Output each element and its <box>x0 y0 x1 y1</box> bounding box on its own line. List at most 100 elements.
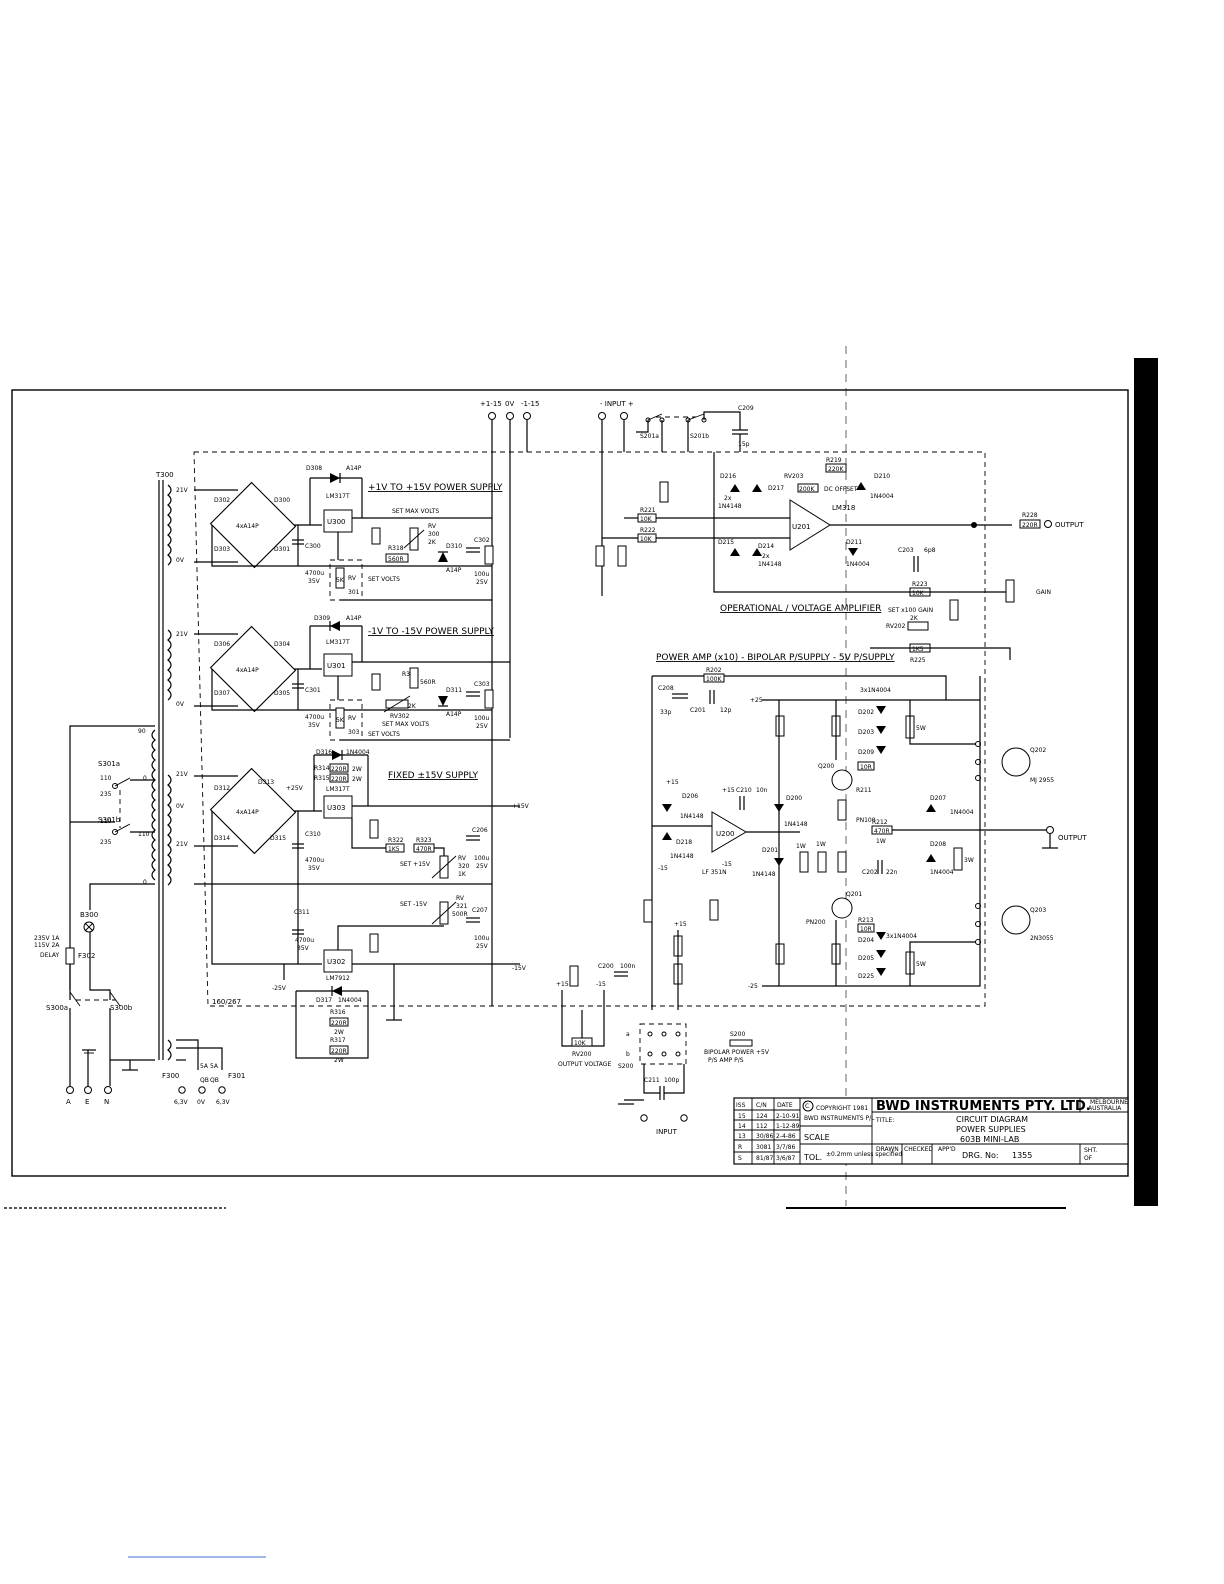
terminal-pos[interactable] <box>488 412 496 420</box>
supply-positive-adjustable: +1V TO +15V POWER SUPPLY 4xA14P D302 D30… <box>194 465 503 601</box>
s200-switch[interactable] <box>639 1023 687 1065</box>
d205-label: D205 <box>858 955 874 962</box>
output1-terminal[interactable] <box>1044 520 1052 528</box>
sht-label: SHT. <box>1084 1147 1097 1154</box>
d315-label: D315 <box>270 835 286 842</box>
sw-b-label: b <box>626 1051 630 1058</box>
u300-type: LM317T <box>326 493 350 500</box>
d309-label: D309 <box>314 615 330 622</box>
r200 <box>569 965 579 987</box>
d2x2: 2x <box>762 553 770 560</box>
c206-value: 100u <box>474 855 489 862</box>
board-outline <box>193 451 986 1007</box>
f301-label: F301 <box>228 1072 245 1080</box>
supply2-heading: -1V TO -15V POWER SUPPLY <box>368 627 494 637</box>
t300-label: T300 <box>155 471 174 479</box>
m15a-label: -15 <box>658 865 668 872</box>
d207-label: D207 <box>930 795 946 802</box>
c301-label: C301 <box>305 687 321 694</box>
d208-label: D208 <box>930 841 946 848</box>
r317-label: R317 <box>330 1037 346 1044</box>
c211-value: 100p <box>664 1077 679 1084</box>
terminal-label-0v: 0V <box>505 400 514 408</box>
s200-options-2: P/S AMP P/S <box>708 1057 744 1064</box>
set-volts-1: SET VOLTS <box>368 576 400 583</box>
r227 <box>595 545 605 567</box>
mains-terminal-e[interactable] <box>84 1086 92 1094</box>
copyright-c: C <box>805 1103 809 1110</box>
rv202-value: 2K <box>910 615 919 622</box>
terminal-neg[interactable] <box>523 412 531 420</box>
out-0v[interactable] <box>198 1086 206 1094</box>
c211-label: C211 <box>644 1077 660 1084</box>
input-minus-terminal[interactable] <box>598 412 606 420</box>
d204-label: D204 <box>858 937 874 944</box>
rv202 <box>907 621 929 631</box>
mains-terminal-a[interactable] <box>66 1086 74 1094</box>
bridge-d304 <box>209 625 297 713</box>
s301b-label: S301b <box>98 816 121 824</box>
s201a-label: S201a <box>640 433 659 440</box>
rv300-value: 2K <box>428 539 437 546</box>
lf351n-label: LF 351N <box>702 869 727 876</box>
d200-label: D200 <box>786 795 802 802</box>
u200-label: U200 <box>716 830 734 838</box>
w0v-b: 0V <box>176 701 185 708</box>
input-top-label: - INPUT + <box>600 400 634 408</box>
r219-value: 220K <box>828 466 844 473</box>
lm318-label: LM318 <box>832 504 855 512</box>
d310-type: A14P <box>446 567 462 574</box>
sw-a-label: a <box>626 1031 630 1038</box>
d210-value: 1N4004 <box>870 493 894 500</box>
q201-label: Q201 <box>846 891 862 898</box>
rev-row3-cn: 30/86 <box>756 1133 773 1140</box>
w0v-a: 0V <box>176 557 185 564</box>
mains-label-n: N <box>104 1098 109 1106</box>
rv301-label: RV <box>348 575 357 582</box>
r321 <box>369 819 379 839</box>
c302-rating: 25V <box>476 579 489 586</box>
mains-terminal-n[interactable] <box>104 1086 112 1094</box>
r314-value: 220R <box>331 766 347 773</box>
input-terminal-a[interactable] <box>640 1114 648 1122</box>
output2-label: OUTPUT <box>1058 834 1087 842</box>
r221-label: R221 <box>640 507 656 514</box>
c302-value: 100u <box>474 571 489 578</box>
d317-value: 1N4004 <box>338 997 362 1004</box>
r314-label: R314 <box>314 765 330 772</box>
r219 <box>825 463 847 473</box>
input-plus-terminal[interactable] <box>620 412 628 420</box>
rv321-label: RV <box>456 895 465 902</box>
rv200-value: 10K <box>574 1040 587 1047</box>
c311-label: C311 <box>294 909 310 916</box>
f300-5a: 5A <box>200 1063 209 1070</box>
r219-label: R219 <box>826 457 842 464</box>
c310-label: C310 <box>305 831 321 838</box>
s200-legend-icon <box>729 1039 753 1047</box>
r316-value: 220R <box>331 1020 347 1027</box>
r212-label: R212 <box>872 819 888 826</box>
dc-offset-label: DC OFFSET <box>824 486 858 493</box>
c200-value: 100n <box>620 963 635 970</box>
rv301 <box>335 567 345 589</box>
terminal-0v[interactable] <box>506 412 514 420</box>
board-number: 160/267 <box>212 998 241 1006</box>
supply3-heading: FIXED ±15V SUPPLY <box>388 771 478 781</box>
input-terminal-b[interactable] <box>680 1114 688 1122</box>
f300-label: F300 <box>162 1072 179 1080</box>
title-line2: POWER SUPPLIES <box>956 1125 1026 1134</box>
out-6v3-a[interactable] <box>178 1086 186 1094</box>
output2-terminal[interactable] <box>1046 826 1054 834</box>
f301-5a: 5A <box>210 1063 219 1070</box>
r322-value: 1K5 <box>388 846 400 853</box>
d2x2-value: 1N4148 <box>758 561 782 568</box>
s301a-235: 235 <box>100 791 112 798</box>
rv320-num: 320 <box>458 863 470 870</box>
d3x1-label: 3x1N4004 <box>860 687 891 694</box>
rv302-value: 2K <box>408 703 417 710</box>
m25-label: -25V <box>272 985 287 992</box>
operational-amplifier: - INPUT + S201a S201b C209 15p R219 220K… <box>595 400 1084 664</box>
d2x1: 2x <box>724 495 732 502</box>
out-6v3-b[interactable] <box>218 1086 226 1094</box>
